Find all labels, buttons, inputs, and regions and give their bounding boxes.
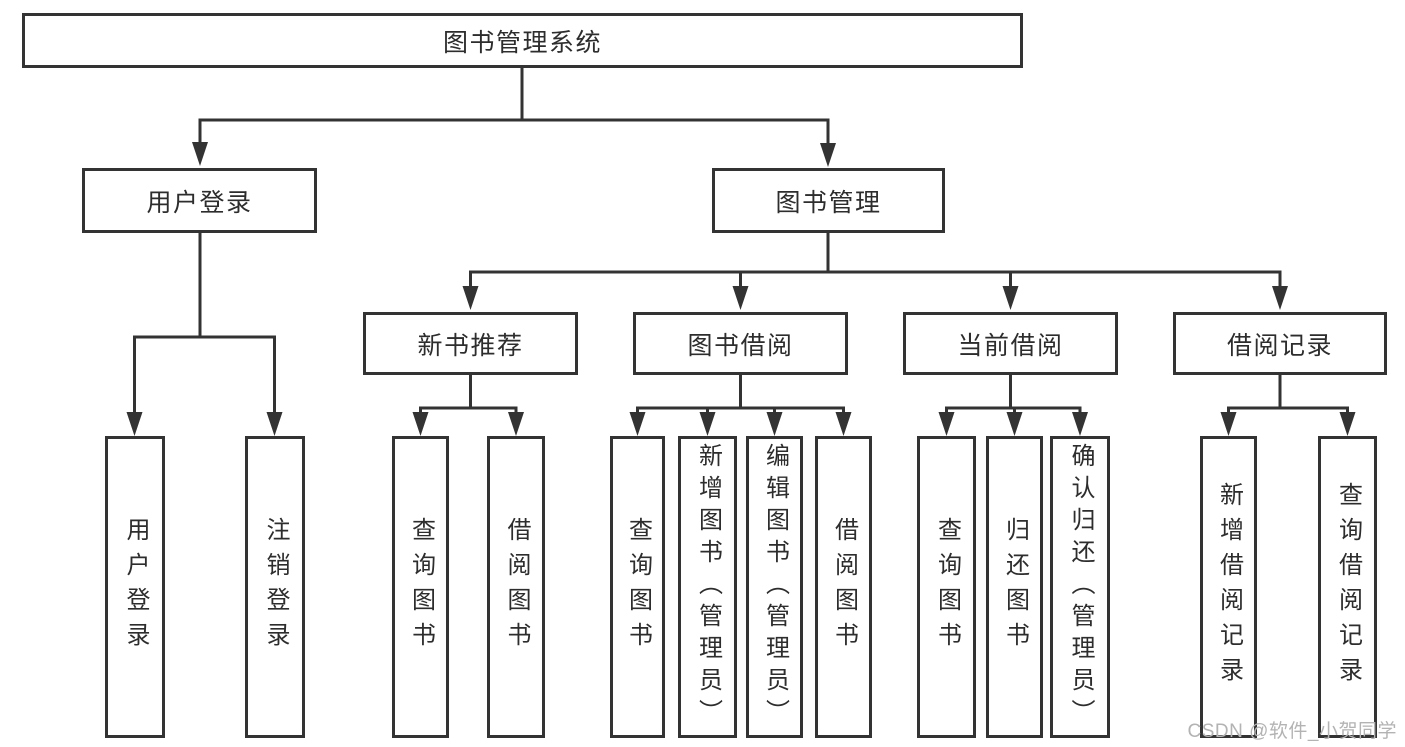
node-borrow-books-2: 借阅图书: [815, 436, 872, 738]
node-confirm-return-admin: 确认归还（管理员）: [1050, 436, 1110, 738]
node-label: 借阅图书: [830, 517, 858, 657]
node-book-management: 图书管理: [712, 168, 945, 233]
node-book-borrowing: 图书借阅: [633, 312, 848, 375]
node-label: 注销登录: [262, 517, 289, 657]
node-user-login-leaf: 用户登录: [105, 436, 165, 738]
node-query-books-3: 查询图书: [917, 436, 976, 738]
node-query-books-1: 查询图书: [392, 436, 449, 738]
node-logout: 注销登录: [245, 436, 305, 738]
node-label: 用户登录: [146, 188, 253, 217]
node-user-login: 用户登录: [82, 168, 317, 233]
node-query-books-2: 查询图书: [610, 436, 665, 738]
watermark: CSDN @软件_小贺同学: [1187, 721, 1397, 742]
node-label: 查询图书: [933, 517, 961, 657]
node-label: 图书管理系统: [442, 28, 602, 57]
node-label: 当前借阅: [957, 331, 1064, 360]
node-label: 图书借阅: [687, 331, 794, 360]
node-label: 新书推荐: [417, 331, 524, 360]
node-label: 查询借阅记录: [1334, 482, 1362, 692]
node-label: 借阅记录: [1226, 331, 1333, 360]
node-label: 查询图书: [407, 517, 435, 657]
node-query-borrow-record: 查询借阅记录: [1318, 436, 1377, 738]
node-current-borrowing: 当前借阅: [903, 312, 1118, 375]
node-label: 归还图书: [1001, 517, 1029, 657]
node-label: 查询图书: [624, 517, 652, 657]
node-label: 新增借阅记录: [1215, 482, 1243, 692]
node-label: 借阅图书: [503, 517, 530, 657]
node-label: 确认归还（管理员）: [1067, 443, 1094, 731]
node-root: 图书管理系统: [22, 13, 1023, 68]
node-label: 新增图书（管理员）: [694, 443, 722, 731]
node-return-books: 归还图书: [986, 436, 1043, 738]
node-label: 编辑图书（管理员）: [761, 443, 789, 731]
node-add-books-admin: 新增图书（管理员）: [678, 436, 737, 738]
node-edit-books-admin: 编辑图书（管理员）: [746, 436, 803, 738]
node-add-borrow-record: 新增借阅记录: [1200, 436, 1257, 738]
node-label: 用户登录: [122, 517, 149, 657]
node-borrowing-records: 借阅记录: [1173, 312, 1387, 375]
node-borrow-books-1: 借阅图书: [487, 436, 545, 738]
node-new-book-recommend: 新书推荐: [363, 312, 578, 375]
node-label: 图书管理: [775, 188, 882, 217]
